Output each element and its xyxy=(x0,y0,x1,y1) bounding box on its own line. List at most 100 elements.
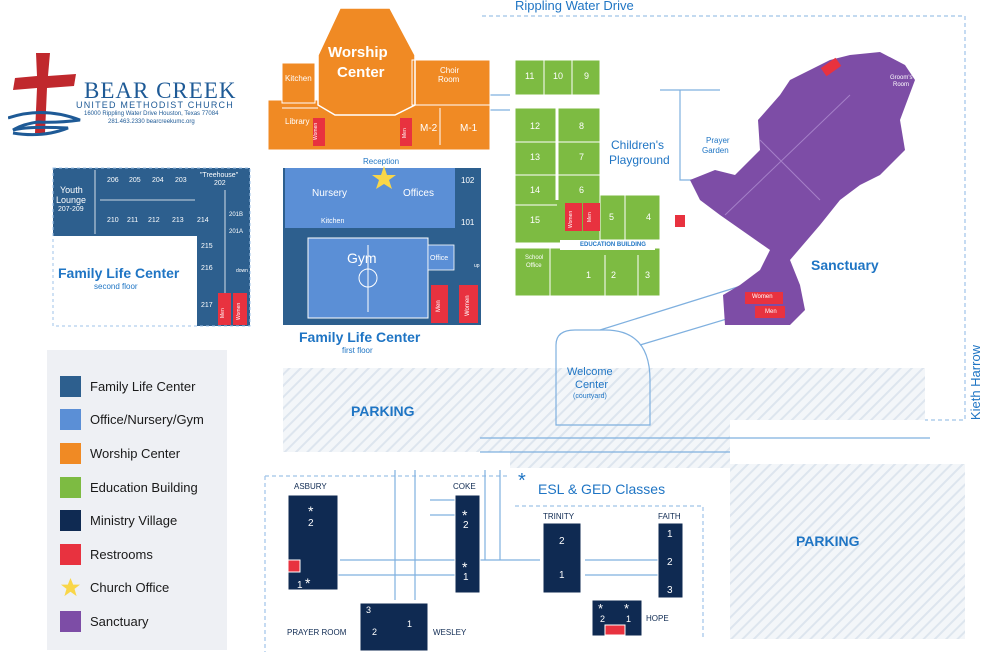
flc1-women-label: Women xyxy=(465,295,471,316)
street-label-top: Rippling Water Drive xyxy=(515,0,634,13)
legend-swatch xyxy=(60,376,81,397)
faith-room-3: 3 xyxy=(667,585,673,596)
welcome-center-line3: (courtyard) xyxy=(573,393,607,400)
ministry-village-buildings xyxy=(287,494,684,652)
ministry-village-boundary xyxy=(264,475,704,652)
faith-name: FAITH xyxy=(658,512,681,521)
church-office-star-icon xyxy=(372,166,396,189)
sanctuary-men-label: Men xyxy=(765,309,777,315)
edu-room-10: 10 xyxy=(553,71,564,81)
street-label-right: Kieth Harrow xyxy=(968,344,984,421)
flc2-restroom-men xyxy=(218,293,231,325)
room-203: 203 xyxy=(175,177,187,184)
choir-room-line1: Choir xyxy=(440,66,460,75)
asbury-name: ASBURY xyxy=(294,482,327,491)
legend-swatch xyxy=(60,544,81,565)
brides-room-line1: Bride's xyxy=(678,203,694,209)
worship-library: Library xyxy=(285,117,310,126)
flc-first-floor-building xyxy=(283,166,481,325)
room-101: 101 xyxy=(461,218,475,227)
wesley-name: WESLEY xyxy=(433,628,467,637)
legend-label: Worship Center xyxy=(90,446,181,461)
room-216: 216 xyxy=(201,265,213,272)
legend-swatch xyxy=(60,477,81,498)
room-212: 212 xyxy=(148,217,160,224)
flc2-men-label: Men xyxy=(220,308,226,318)
asbury-asterisk-icon-2: * xyxy=(308,503,314,519)
legend-swatch xyxy=(60,510,81,531)
education-building-label: EDUCATION BUILDING xyxy=(580,242,646,248)
school-office-line1: School xyxy=(525,255,544,261)
choir-room-line2: Room xyxy=(438,75,460,84)
education-building xyxy=(514,59,661,297)
legend-label: Education Building xyxy=(90,480,198,495)
prayer-room-name: PRAYER ROOM xyxy=(287,628,347,637)
edu-room-4: 4 xyxy=(646,212,652,222)
asbury-room-1: 1 xyxy=(297,580,303,591)
edu-room-7: 7 xyxy=(579,152,585,162)
parking-lot-south xyxy=(510,438,730,468)
parking-lot-north xyxy=(283,368,480,452)
youth-lounge-rooms: 207-209 xyxy=(58,206,84,213)
flc-second-floor-building xyxy=(52,167,251,327)
edu-men-label: Men xyxy=(587,212,593,222)
sanctuary-restroom-men xyxy=(755,306,785,318)
faith-building xyxy=(657,522,684,599)
legend-item-office-nursery-gym: Office/Nursery/Gym xyxy=(60,409,225,431)
esl-ged-note: ESL & GED Classes xyxy=(538,481,666,497)
walkways xyxy=(330,88,930,600)
legend-item-worship-center: Worship Center xyxy=(60,443,225,465)
flc1-office-label: Office xyxy=(430,255,449,262)
hope-name: HOPE xyxy=(646,614,669,623)
sanctuary-restroom-women xyxy=(745,292,783,304)
room-202: 202 xyxy=(214,180,226,187)
wesley-building xyxy=(359,602,429,652)
asbury-restroom xyxy=(287,559,301,573)
legend-label: Family Life Center xyxy=(90,379,196,394)
flc2-title: Family Life Center xyxy=(58,265,180,281)
wesley-room-1: 1 xyxy=(407,619,413,629)
welcome-center-line2: Center xyxy=(575,379,609,391)
room-m2: M-2 xyxy=(420,123,438,134)
edu-room-1: 1 xyxy=(586,270,592,280)
flc1-kitchen-label: Kitchen xyxy=(321,218,345,225)
flc1-restroom-women xyxy=(459,285,478,323)
education-restroom-men xyxy=(583,203,600,231)
legend-item-restrooms: Restrooms xyxy=(60,544,225,566)
hope-asterisk-icon-1: * xyxy=(624,601,630,616)
grooms-room-line2: Room xyxy=(893,82,910,88)
room-210: 210 xyxy=(107,217,119,224)
logo-contact: 281.463.2330 bearcreekumc.org xyxy=(108,119,195,125)
legend-item-sanctuary: Sanctuary xyxy=(60,611,225,633)
legend-item-ministry-village: Ministry Village xyxy=(60,510,225,532)
parking-lot-center xyxy=(480,368,925,452)
asbury-room-2: 2 xyxy=(308,518,314,529)
reception-label: Reception xyxy=(363,157,400,166)
room-214: 214 xyxy=(197,217,209,224)
room-201b: 201B xyxy=(229,212,244,218)
gym-label: Gym xyxy=(347,250,377,266)
nursery-label: Nursery xyxy=(312,188,348,199)
sanctuary-title: Sanctuary xyxy=(811,257,879,273)
room-213: 213 xyxy=(172,217,184,224)
sanctuary-women-label: Women xyxy=(752,294,773,300)
parking-label-north: PARKING xyxy=(351,403,415,419)
flc2-subtitle: second floor xyxy=(94,282,138,291)
trinity-building xyxy=(542,522,582,594)
edu-room-5: 5 xyxy=(609,212,615,222)
legend-label: Ministry Village xyxy=(90,513,178,528)
youth-lounge-line2: Lounge xyxy=(56,195,87,205)
coke-name: COKE xyxy=(453,482,476,491)
room-217: 217 xyxy=(201,302,213,309)
property-boundary xyxy=(482,15,966,421)
map-legend: Family Life Center Office/Nursery/Gym Wo… xyxy=(47,350,227,650)
grooms-room-line1: Groom's xyxy=(890,75,913,81)
worship-kitchen: Kitchen xyxy=(285,74,312,83)
trinity-room-2: 2 xyxy=(559,536,565,547)
legend-label: Office/Nursery/Gym xyxy=(90,412,204,427)
playground-line2: Playground xyxy=(609,153,670,167)
room-m1: M-1 xyxy=(460,123,478,134)
asbury-asterisk-icon-1: * xyxy=(305,575,311,591)
prayer-garden-line2: Garden xyxy=(702,146,729,155)
